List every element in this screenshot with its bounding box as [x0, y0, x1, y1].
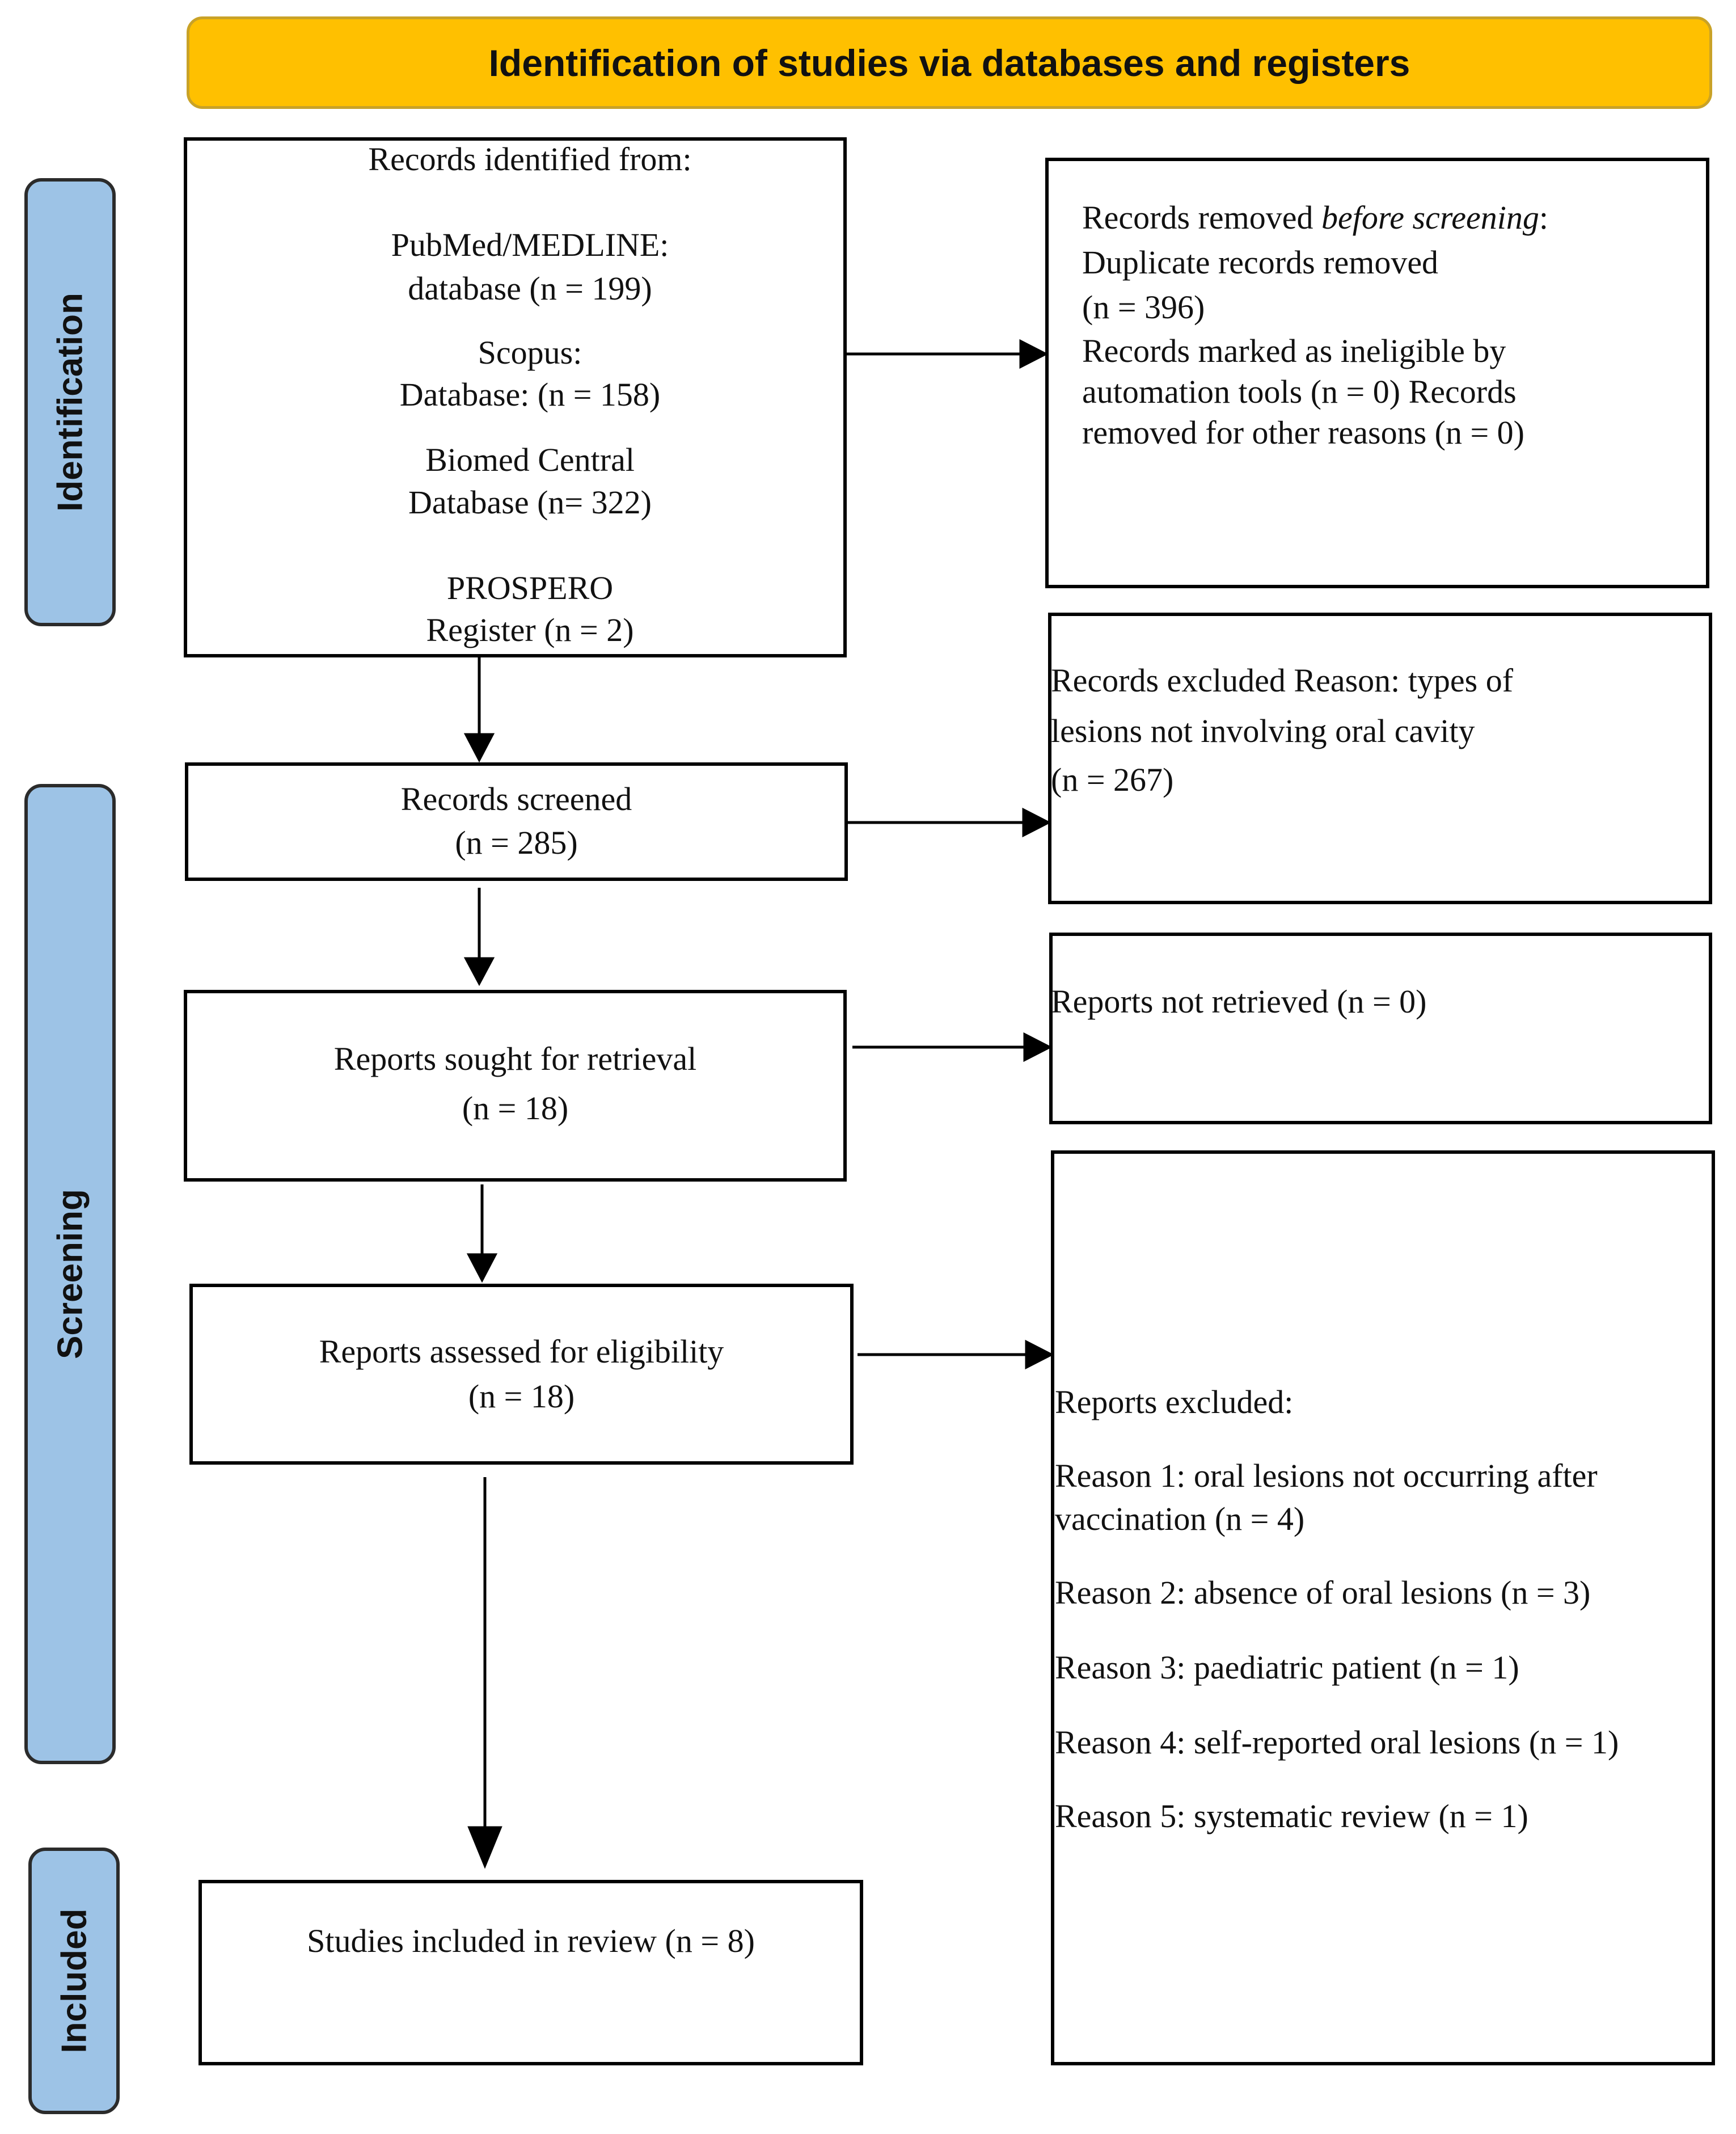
- arrow-head: [1023, 1032, 1053, 1062]
- arrow-head: [463, 733, 495, 763]
- text-line: Register (n = 2): [426, 611, 634, 648]
- text-line: Database: (n = 158): [399, 376, 661, 413]
- records-removed-box: [1045, 158, 1709, 588]
- records-screened-box: [185, 762, 848, 881]
- reports-excluded-box: [1051, 1150, 1715, 2065]
- text-line: (n = 18): [462, 1090, 569, 1127]
- reports-not-retrieved-box: [1049, 933, 1712, 1124]
- text-line: Reports excluded:: [1055, 1384, 1294, 1420]
- text-line: Reports sought for retrieval: [333, 1040, 697, 1077]
- text-line: removed for other reasons (n = 0): [1082, 414, 1524, 451]
- text-line: Reason 5: systematic review (n = 1): [1055, 1798, 1528, 1834]
- arrow-head: [1022, 807, 1051, 838]
- text-line: Reason 3: paediatric patient (n = 1): [1055, 1649, 1519, 1686]
- header-title: Identification of studies via databases …: [488, 41, 1410, 84]
- arrow-head: [466, 1253, 498, 1283]
- arrow-head: [1025, 1339, 1054, 1370]
- text-line: Reason 1: oral lesions not occurring aft…: [1055, 1457, 1598, 1494]
- studies-included-box: [198, 1880, 863, 2065]
- text-line: database (n = 199): [408, 270, 652, 307]
- text-line: Reason 2: absence of oral lesions (n = 3…: [1055, 1574, 1591, 1611]
- text-line: PROSPERO: [446, 570, 614, 606]
- text-line: Reports not retrieved (n = 0): [1051, 983, 1427, 1020]
- text-line: PubMed/MEDLINE:: [391, 226, 669, 263]
- text-prefix: Records removed: [1082, 199, 1321, 236]
- text-line: Reason 4: self-reported oral lesions (n …: [1055, 1724, 1619, 1761]
- records-excluded-box: [1048, 613, 1712, 904]
- text-suffix: :: [1539, 199, 1548, 236]
- text-line: Scopus:: [478, 334, 582, 371]
- text-line: (n = 18): [468, 1378, 575, 1415]
- text-line: Reports assessed for eligibility: [319, 1333, 724, 1370]
- text-line: Biomed Central: [425, 441, 635, 478]
- phase-included: Included: [28, 1848, 120, 2114]
- text-italic: before screening: [1321, 199, 1539, 236]
- text-line: (n = 285): [455, 824, 578, 861]
- text-line: Records marked as ineligible by: [1082, 332, 1506, 369]
- text-line: (n = 396): [1082, 289, 1205, 326]
- text-line: Records removed before screening:: [1082, 198, 1548, 238]
- phase-identification: Identification: [24, 178, 116, 626]
- text-line: Records identified from:: [368, 141, 692, 178]
- text-line: Database (n= 322): [408, 484, 652, 521]
- text-line: Duplicate records removed: [1082, 244, 1439, 281]
- text-line: automation tools (n = 0) Records: [1082, 373, 1517, 410]
- reports-assessed-box: [189, 1284, 854, 1465]
- reports-sought-box: [184, 990, 847, 1182]
- text-line: Records screened: [400, 781, 632, 817]
- text-line: lesions not involving oral cavity: [1051, 712, 1475, 749]
- arrow-head: [467, 1826, 502, 1869]
- header-identification-banner: Identification of studies via databases …: [187, 16, 1712, 109]
- phase-screening: Screening: [24, 784, 116, 1764]
- arrow-head: [1019, 339, 1049, 369]
- text-line: (n = 267): [1051, 761, 1174, 798]
- text-line: Records excluded Reason: types of: [1051, 662, 1514, 699]
- text-line: Studies included in review (n = 8): [307, 1922, 755, 1959]
- records-identified-box: [184, 137, 847, 657]
- text-line: vaccination (n = 4): [1055, 1500, 1305, 1537]
- arrow-head: [463, 957, 495, 986]
